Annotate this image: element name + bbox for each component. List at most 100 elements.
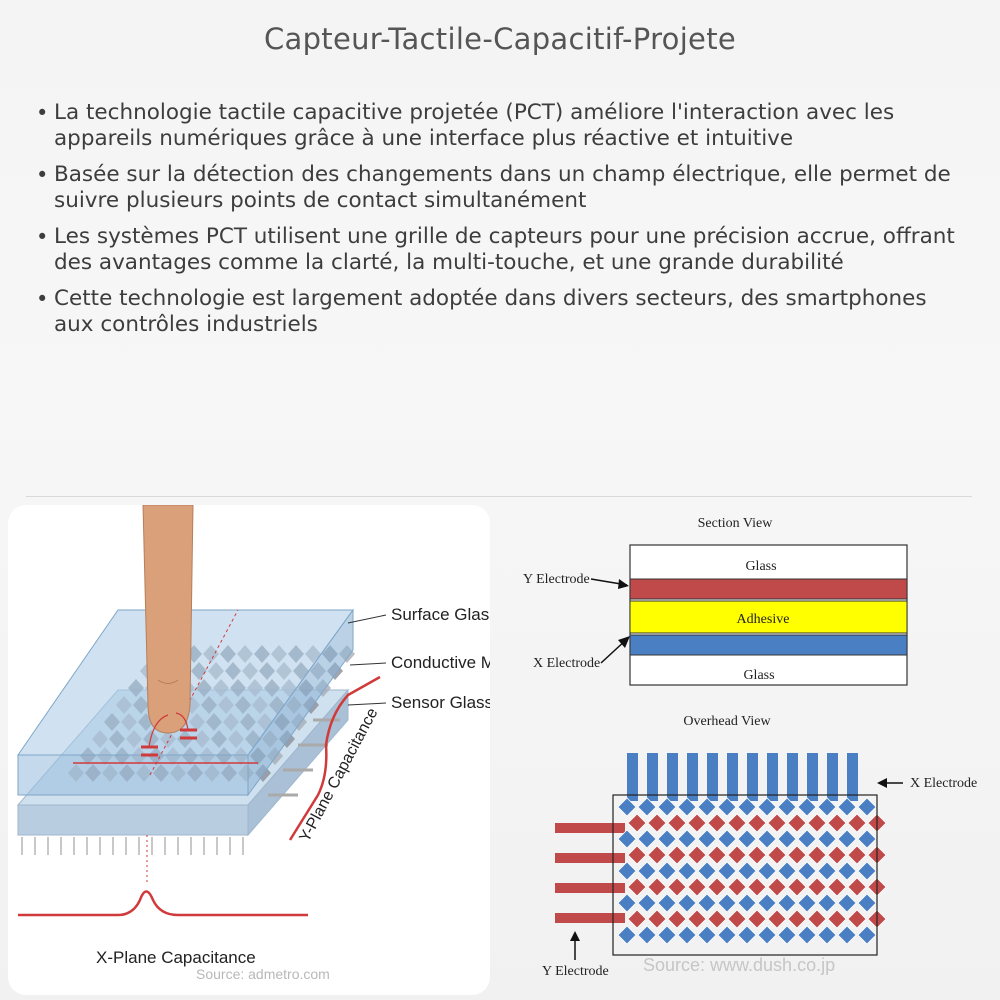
arrow-head-icon: [877, 778, 887, 788]
electrode-diamond: [617, 893, 637, 913]
electrode-diamond: [777, 861, 797, 881]
electrode-diamond: [637, 829, 657, 849]
electrode-diamond: [647, 877, 667, 897]
electrode-diamond: [847, 909, 867, 929]
electrode-diamond: [837, 829, 857, 849]
electrode-diamond: [827, 909, 847, 929]
leader-line: [349, 662, 387, 666]
electrode-diamond: [727, 845, 747, 865]
x-electrode-finger: [827, 753, 838, 801]
page-title: Capteur-Tactile-Capacitif-Projete: [263, 22, 737, 56]
x-electrode-finger: [627, 753, 638, 801]
section-divider: [26, 496, 972, 497]
electrode-diamond: [817, 893, 837, 913]
electrode-diamond: [797, 925, 817, 945]
electrode-diamond: [797, 829, 817, 849]
electrode-diamond: [657, 893, 677, 913]
electrode-diamond: [717, 925, 737, 945]
electrode-diamond: [727, 813, 747, 833]
label-x-plane-capacitance: X-Plane Capacitance: [96, 948, 256, 967]
electrode-diamond: [667, 909, 687, 929]
electrode-diamond: [837, 861, 857, 881]
electrode-diamond: [667, 845, 687, 865]
electrode-diamond: [797, 893, 817, 913]
electrode-diamond: [737, 797, 757, 817]
electrode-diamond: [787, 877, 807, 897]
electrode-diamond: [807, 845, 827, 865]
electrode-diamond: [797, 797, 817, 817]
electrode-diamond: [707, 909, 727, 929]
fingernail-line: [157, 679, 179, 684]
x-electrode-finger: [667, 753, 678, 801]
label-sensor-glass: Sensor Glass: [391, 693, 490, 712]
capacitor-wire: [148, 714, 169, 748]
electrode-diamond: [707, 877, 727, 897]
bullet-dot: •: [36, 101, 49, 125]
electrode-diamond: [757, 861, 777, 881]
electrode-diamond: [697, 861, 717, 881]
electrode-diamond: [767, 845, 787, 865]
x-electrode-finger: [767, 753, 778, 801]
electrode-diamond: [627, 909, 647, 929]
electrode-diamond: [647, 813, 667, 833]
electrode-diamond: [657, 925, 677, 945]
pct-3d-diagram-panel: Surface Glass Conductive Mesh Sensor Gla…: [8, 505, 490, 995]
bullet-dot: •: [36, 163, 49, 187]
electrode-diamond: [837, 893, 857, 913]
electrode-diamond: [797, 861, 817, 881]
x-electrode-finger: [807, 753, 818, 801]
y-trace-line: [149, 609, 239, 776]
electrode-diamond: [687, 845, 707, 865]
electrode-diamond: [637, 861, 657, 881]
x-electrode-finger: [707, 753, 718, 801]
electrode-diamond: [617, 829, 637, 849]
electrode-diamond: [757, 797, 777, 817]
electrode-diamond: [787, 909, 807, 929]
electrode-diamond: [747, 909, 767, 929]
electrode-diamond: [757, 829, 777, 849]
electrode-diamond: [787, 813, 807, 833]
electrode-diamond: [647, 845, 667, 865]
bullet-item: •Basée sur la détection des changements …: [32, 162, 962, 214]
adhesive-layer: [629, 600, 908, 634]
y-electrode-layer: [629, 578, 908, 600]
electrode-diamond: [827, 845, 847, 865]
electrode-diamond: [687, 813, 707, 833]
electrode-diamond: [747, 877, 767, 897]
electrode-diamond: [637, 893, 657, 913]
bullet-list: •La technologie tactile capacitive proje…: [32, 100, 962, 348]
finger-illustration: [142, 505, 194, 734]
sensor-glass-side: [247, 688, 349, 837]
label-overhead-view: Overhead View: [683, 714, 771, 729]
electrode-diamond: [737, 861, 757, 881]
electrode-diamond: [757, 893, 777, 913]
electrode-diamond: [827, 813, 847, 833]
overhead-frame: [612, 794, 878, 956]
arrow-head-icon: [570, 931, 580, 941]
electrode-diamond: [857, 893, 877, 913]
bullet-text: La technologie tactile capacitive projet…: [54, 100, 895, 151]
electrode-diamond: [677, 797, 697, 817]
electrode-diamond: [667, 813, 687, 833]
electrode-diamond: [697, 829, 717, 849]
bullet-text: Basée sur la détection des changements d…: [54, 162, 951, 213]
electrode-diamond: [847, 845, 867, 865]
overhead-electrode-grid: [555, 753, 887, 945]
label-adhesive: Adhesive: [737, 612, 790, 627]
x-electrode-finger: [647, 753, 658, 801]
electrode-diamond: [657, 861, 677, 881]
electrode-diamond: [707, 845, 727, 865]
x-electrode-finger: [787, 753, 798, 801]
electrode-diamond: [757, 925, 777, 945]
electrode-diamond: [737, 893, 757, 913]
electrode-diamond: [677, 861, 697, 881]
electrode-diamond: [657, 829, 677, 849]
pct-3d-diagram: Surface Glass Conductive Mesh Sensor Gla…: [16, 505, 490, 982]
arrow-head-icon: [618, 636, 630, 648]
bullet-item: •Cette technologie est largement adoptée…: [32, 286, 962, 338]
electrode-diamond: [697, 925, 717, 945]
bullet-item: •La technologie tactile capacitive proje…: [32, 100, 962, 152]
label-y-electrode: Y Electrode: [523, 572, 590, 587]
electrode-diamond: [787, 845, 807, 865]
surface-glass-side: [247, 608, 354, 797]
